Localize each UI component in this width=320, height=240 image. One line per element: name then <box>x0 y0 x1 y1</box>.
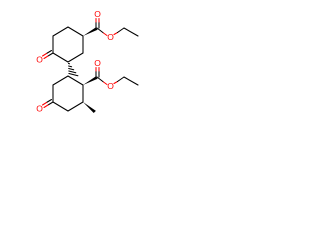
molecule-structure-diagram: O O O O <box>36 9 139 114</box>
bond <box>68 67 75 71</box>
lower-ring <box>52 75 84 112</box>
atom-label-oxygen: O <box>94 9 101 19</box>
bond <box>45 49 53 55</box>
bond <box>123 27 139 37</box>
bond <box>96 27 105 34</box>
bond <box>116 27 125 34</box>
atom-label-oxygen: O <box>107 32 114 42</box>
hashed-stereo-bond <box>67 62 79 77</box>
bond <box>67 26 84 37</box>
atom-label-oxygen: O <box>36 104 43 114</box>
bond <box>52 52 69 63</box>
atom-label-oxygen: O <box>94 58 101 68</box>
lower-ester: O O <box>83 58 139 91</box>
bond <box>68 72 79 77</box>
methyl-wedge-bond <box>83 102 96 113</box>
bond <box>43 55 49 60</box>
stereo-wedge-bond <box>83 76 98 85</box>
bond <box>43 104 49 109</box>
atom-label-oxygen: O <box>36 55 43 65</box>
bond <box>52 101 69 112</box>
bond <box>102 81 108 86</box>
bond <box>41 52 48 57</box>
bond <box>52 26 69 37</box>
bond <box>47 101 54 106</box>
bond <box>47 52 54 57</box>
lower-ketone: O <box>36 98 54 114</box>
bond <box>102 32 108 37</box>
bond <box>67 101 84 112</box>
upper-ketone: O <box>36 49 54 65</box>
bond <box>67 52 84 63</box>
bond <box>45 98 53 104</box>
stereo-wedge-bond <box>83 27 98 36</box>
bond <box>96 76 105 83</box>
atom-label-oxygen: O <box>107 81 114 91</box>
bond <box>113 80 119 85</box>
bond <box>116 76 125 83</box>
bond <box>113 31 119 36</box>
bond <box>41 101 48 106</box>
bond <box>123 76 139 86</box>
upper-ring <box>52 26 84 63</box>
bond <box>68 70 77 74</box>
bond <box>52 75 69 86</box>
bond <box>67 75 84 86</box>
bond <box>68 65 73 68</box>
upper-ester: O O <box>83 9 139 42</box>
